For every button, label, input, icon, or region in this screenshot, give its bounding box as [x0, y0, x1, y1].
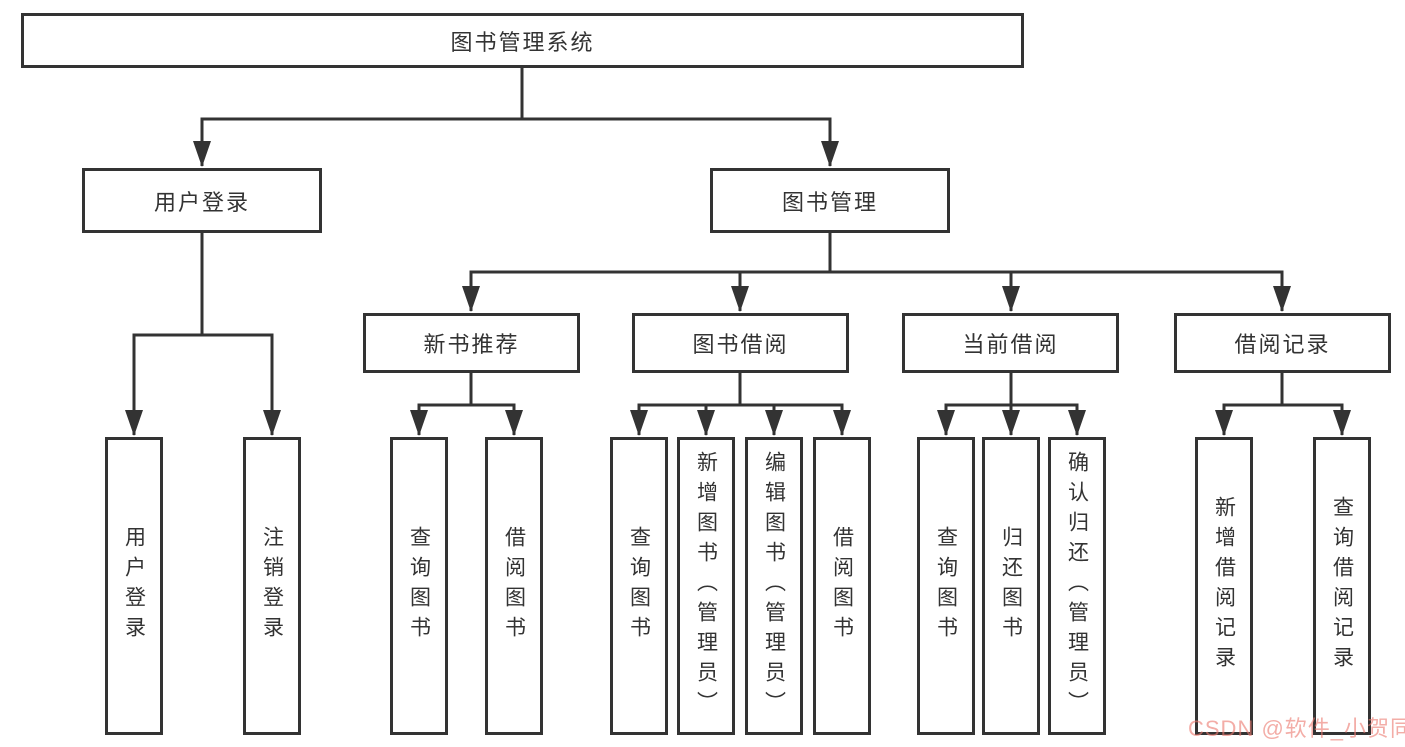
leaf-add-borrow-record-label: 新增借阅记录 [1212, 496, 1236, 676]
leaf-borrow-book-recommend-label: 借阅图书 [502, 526, 526, 646]
node-borrow-record-label: 借阅记录 [1234, 332, 1331, 357]
leaf-edit-book-admin-label: 编辑图书（管理员） [762, 451, 786, 721]
leaf-logout: 注销登录 [243, 437, 301, 735]
leaf-query-book-recommend-label: 查询图书 [407, 526, 431, 646]
leaf-query-book-current: 查询图书 [917, 437, 975, 735]
branch-arrows [125, 119, 1351, 436]
leaf-confirm-return-admin-label: 确认归还（管理员） [1065, 451, 1089, 721]
node-root: 图书管理系统 [21, 13, 1024, 68]
leaf-query-borrow-record-label: 查询借阅记录 [1330, 496, 1354, 676]
node-user-login: 用户登录 [82, 168, 322, 233]
leaf-query-book-current-label: 查询图书 [934, 526, 958, 646]
node-book-borrow: 图书借阅 [632, 313, 849, 373]
leaf-return-book-label: 归还图书 [999, 526, 1023, 646]
node-root-label: 图书管理系统 [450, 29, 595, 55]
node-user-login-label: 用户登录 [153, 189, 250, 215]
leaf-query-book-recommend: 查询图书 [390, 437, 448, 735]
node-book-management: 图书管理 [710, 168, 950, 233]
leaf-logout-label: 注销登录 [260, 526, 284, 646]
node-book-management-label: 图书管理 [781, 189, 878, 215]
leaf-add-borrow-record: 新增借阅记录 [1195, 437, 1253, 735]
leaf-query-book-borrow: 查询图书 [610, 437, 668, 735]
leaf-add-book-admin: 新增图书（管理员） [677, 437, 735, 735]
node-borrow-record: 借阅记录 [1174, 313, 1391, 373]
leaf-add-book-admin-label: 新增图书（管理员） [694, 451, 718, 721]
leaf-query-book-borrow-label: 查询图书 [627, 526, 651, 646]
leaf-borrow-book-recommend: 借阅图书 [485, 437, 543, 735]
leaf-user-login-label: 用户登录 [122, 526, 146, 646]
leaf-user-login: 用户登录 [105, 437, 163, 735]
leaf-borrow-book-label: 借阅图书 [830, 526, 854, 646]
leaf-query-borrow-record: 查询借阅记录 [1313, 437, 1371, 735]
watermark: CSDN @软件_小贺同学 [1188, 716, 1405, 741]
node-book-borrow-label: 图书借阅 [692, 332, 789, 357]
node-new-book-recommend-label: 新书推荐 [423, 332, 520, 357]
node-current-borrow: 当前借阅 [902, 313, 1119, 373]
leaf-borrow-book: 借阅图书 [813, 437, 871, 735]
node-new-book-recommend: 新书推荐 [363, 313, 580, 373]
leaf-return-book: 归还图书 [982, 437, 1040, 735]
leaf-edit-book-admin: 编辑图书（管理员） [745, 437, 803, 735]
leaf-confirm-return-admin: 确认归还（管理员） [1048, 437, 1106, 735]
node-current-borrow-label: 当前借阅 [962, 332, 1059, 357]
